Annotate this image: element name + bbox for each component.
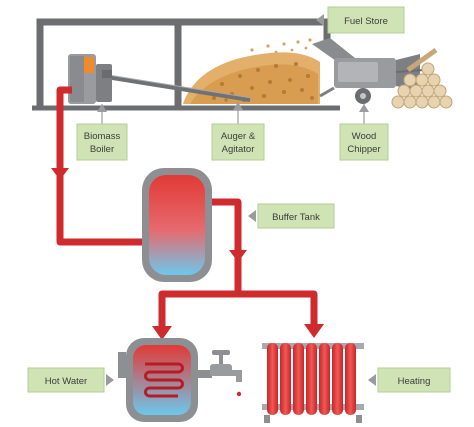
heating-text: Heating [398, 376, 431, 387]
biomass-boiler [68, 54, 112, 104]
tap-icon [198, 350, 242, 397]
hot-water-cylinder [118, 338, 198, 422]
label-auger-agitator: Auger & Agitator [211, 123, 265, 161]
auger-shaft [99, 73, 253, 102]
radiator [262, 343, 364, 423]
log-pile [391, 47, 453, 109]
label-heating: Heating [377, 367, 451, 393]
label-buffer-tank: Buffer Tank [257, 203, 335, 229]
wood-chipper-text-line2: Chipper [347, 144, 380, 155]
biomass-boiler-text-line2: Boiler [90, 144, 114, 155]
auger-text-line1: Auger & [221, 131, 256, 142]
buffer-tank [142, 168, 212, 282]
wood-chipper-text-line1: Wood [352, 131, 377, 142]
auger-text-line2: Agitator [222, 144, 255, 155]
label-fuel-store: Fuel Store [327, 6, 405, 34]
fuel-store-text: Fuel Store [344, 16, 388, 27]
buffer-tank-text: Buffer Tank [272, 212, 320, 223]
callout-arrowheads [97, 14, 376, 386]
heating-pipes [56, 86, 318, 328]
label-wood-chipper: Wood Chipper [339, 123, 389, 161]
building [32, 18, 340, 111]
callout-connectors [101, 102, 365, 124]
biomass-boiler-text-line1: Biomass [84, 131, 121, 142]
hot-water-text: Hot Water [45, 376, 87, 387]
label-biomass-boiler: Biomass Boiler [76, 123, 128, 161]
label-hot-water: Hot Water [27, 367, 105, 393]
flow-arrowheads [51, 168, 324, 340]
